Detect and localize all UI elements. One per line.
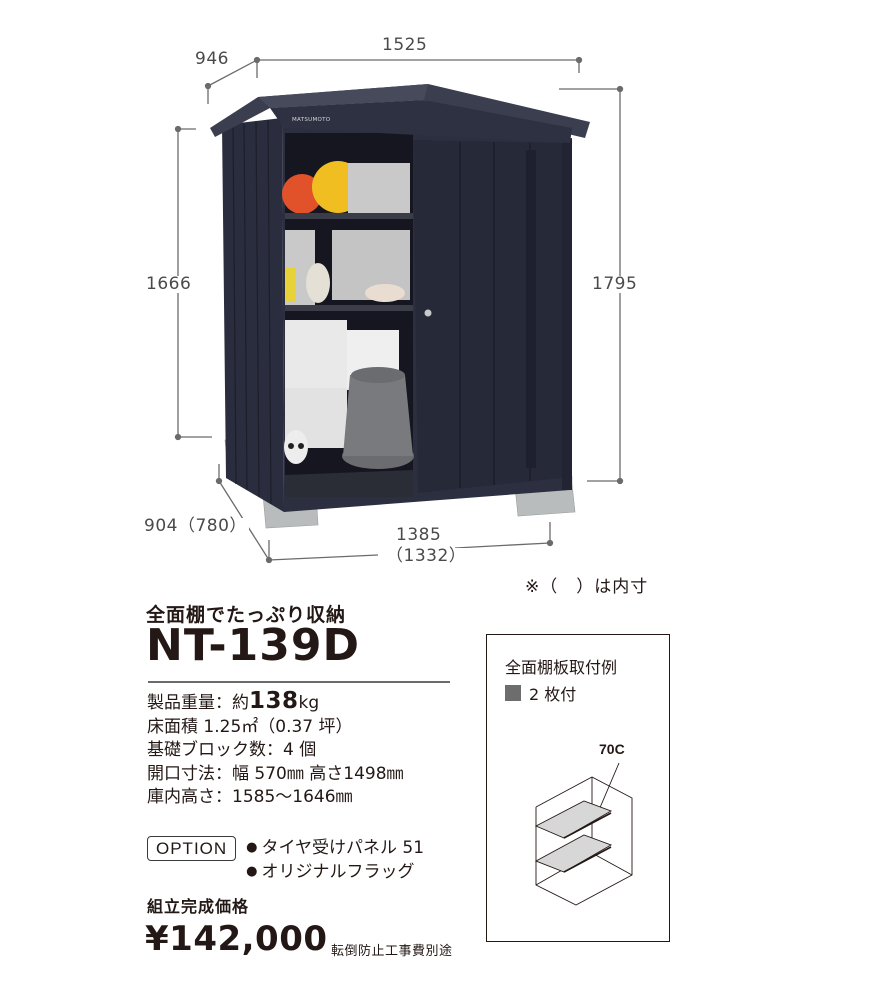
inner-dimension-note: ※（ ）は内寸 [525, 577, 649, 597]
shed-side-wall [222, 118, 284, 512]
model-number: NT-139D [146, 620, 361, 671]
option-row: OPTION ●タイヤ受けパネル 51 ●オリジナルフラッグ [147, 836, 424, 884]
bullet-icon: ● [246, 864, 258, 879]
divider [148, 681, 450, 683]
shelf-code: 70C [599, 741, 625, 757]
option-badge: OPTION [147, 836, 237, 861]
spec-opening: 開口寸法：幅 570㎜ 高さ1498㎜ [147, 763, 404, 784]
shelf-example-title: 全面棚板取付例 [505, 658, 618, 677]
price-note: 転倒防止工事費別途 [331, 944, 453, 959]
dimension-height-left: 1666 [144, 274, 194, 294]
weight-value: 138 [249, 688, 299, 714]
catchphrase: 全面棚でたっぷり収納 [146, 604, 347, 626]
dimension-depth-bottom: 904（780） [142, 516, 249, 536]
dimension-width-bottom: 1385 [394, 525, 444, 545]
spec-floor-area: 床面積 1.25㎡（0.37 坪） [147, 716, 353, 737]
shed-product-image: MATSUMOTO [174, 56, 624, 564]
spec-weight: 製品重量：約138kg [147, 688, 320, 714]
spec-interior-height: 庫内高さ：1585～1646㎜ [147, 787, 353, 807]
price-label: 組立完成価格 [147, 897, 250, 916]
option-list: ●タイヤ受けパネル 51 ●オリジナルフラッグ [246, 836, 424, 884]
brand-logo: MATSUMOTO [292, 117, 331, 123]
shelf-example-panel: 全面棚板取付例 2 枚付 70C [486, 634, 670, 942]
bullet-icon: ● [246, 840, 258, 855]
shelf-diagram-icon [534, 762, 633, 906]
dimension-depth-top: 946 [193, 49, 231, 69]
gray-swatch-icon [505, 685, 521, 701]
shed-sliding-door [413, 140, 562, 493]
option-item: ●タイヤ受けパネル 51 [246, 838, 425, 858]
option-item: ●オリジナルフラッグ [246, 862, 415, 882]
door-lock-icon [424, 309, 432, 317]
price-value: ¥142,000 [145, 919, 328, 959]
spec-list: 製品重量：約138kg 床面積 1.25㎡（0.37 坪） 基礎ブロック数：4 … [147, 688, 404, 810]
spec-blocks: 基礎ブロック数：4 個 [147, 740, 317, 760]
dimension-width-top: 1525 [380, 35, 430, 55]
dimension-height-right: 1795 [590, 274, 640, 294]
shelf-count: 2 枚付 [505, 681, 576, 705]
dimension-width-bottom-inner: （1332） [384, 546, 469, 566]
